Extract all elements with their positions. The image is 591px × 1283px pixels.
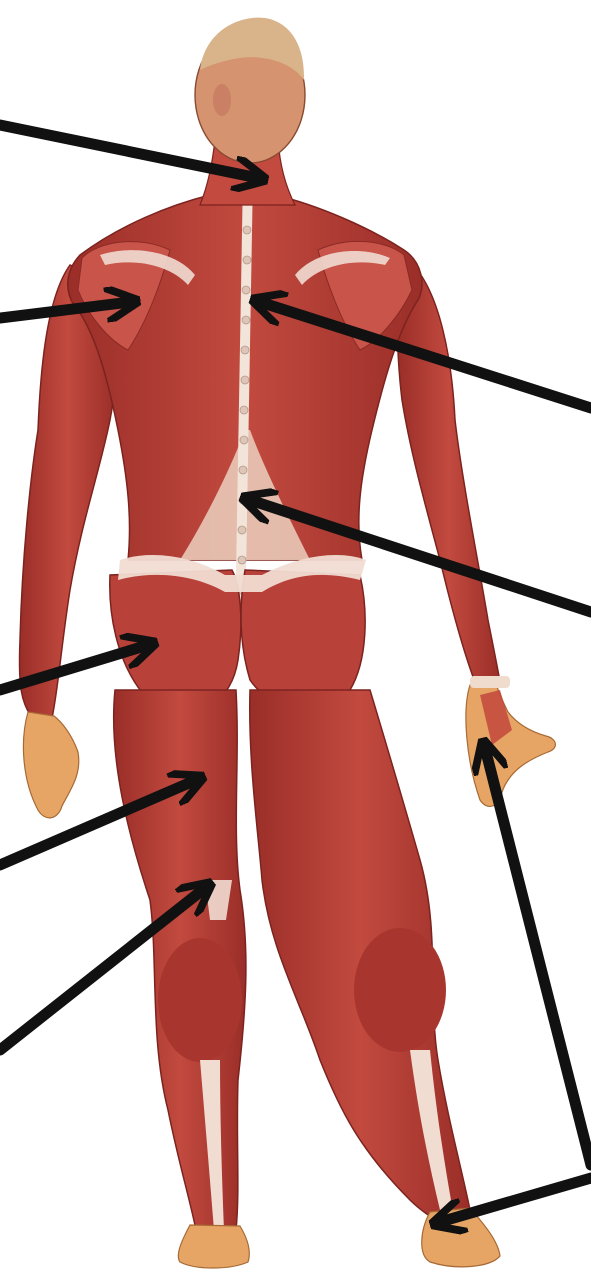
left-hand xyxy=(23,712,78,818)
right-hand xyxy=(466,684,555,806)
right-arm xyxy=(398,262,501,690)
human-figure xyxy=(19,18,555,1268)
left-foot xyxy=(178,1225,249,1268)
left-calf xyxy=(158,938,242,1062)
left-ear xyxy=(213,84,231,116)
right-calf xyxy=(354,928,446,1052)
wrist-band xyxy=(470,676,510,688)
arrow-hand xyxy=(485,748,591,1165)
